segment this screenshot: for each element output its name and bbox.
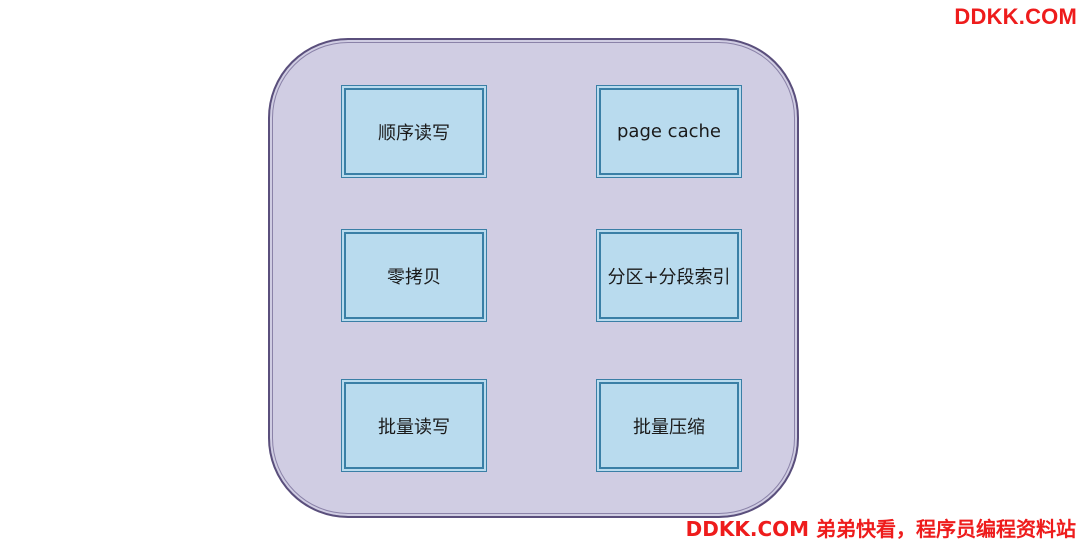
box-zero-copy: 零拷贝 (341, 229, 487, 322)
watermark-top: DDKK.COM (954, 4, 1077, 29)
watermark-bottom: DDKK.COM 弟弟快看，程序员编程资料站 (685, 517, 1076, 541)
box-batch-read-write: 批量读写 (341, 379, 487, 472)
box-sequential-read-write: 顺序读写 (341, 85, 487, 178)
box-partition-segment-index: 分区+分段索引 (596, 229, 742, 322)
box-batch-compression: 批量压缩 (596, 379, 742, 472)
box-page-cache: page cache (596, 85, 742, 178)
